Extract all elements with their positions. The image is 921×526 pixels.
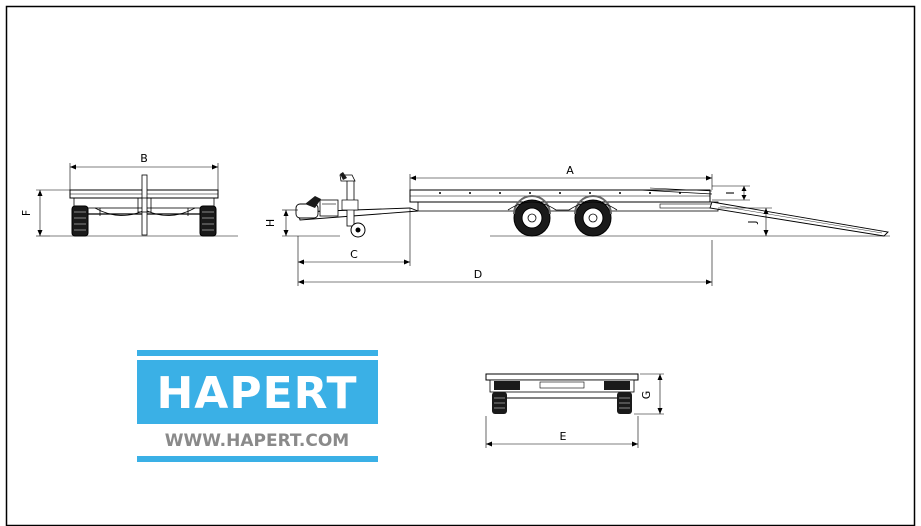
dimension-j: J	[718, 207, 772, 236]
dimension-j-label: J	[746, 220, 759, 224]
front-view: B F	[20, 152, 238, 237]
logo-url-text: WWW.HAPERT.COM	[165, 431, 349, 451]
rear-view-lamp-left	[494, 381, 520, 390]
rear-view-deck	[485, 373, 639, 381]
hapert-logo: HAPERT WWW.HAPERT.COM	[137, 350, 378, 462]
side-view: A I J H	[264, 164, 890, 286]
dimension-f: F	[20, 189, 70, 237]
dimension-b-label: B	[140, 152, 148, 165]
side-view-loading-ramp	[709, 201, 889, 237]
dimension-d: D	[297, 240, 713, 286]
front-view-jockey-wheel	[141, 174, 148, 236]
sheet-border	[5, 5, 916, 526]
dimension-e-label: E	[560, 430, 567, 443]
front-view-tire-right	[199, 205, 217, 237]
dimension-a: A	[409, 164, 713, 190]
front-view-tire-left	[71, 205, 89, 237]
logo-top-stripe	[137, 350, 378, 356]
dimension-e: E	[485, 416, 639, 448]
logo-bottom-stripe	[137, 456, 378, 462]
side-view-coupling	[295, 196, 339, 219]
dimension-h: H	[264, 209, 340, 237]
logo-brand-text: HAPERT	[156, 368, 357, 419]
dimension-i: I	[712, 185, 750, 201]
dimension-g-label: G	[640, 391, 653, 400]
dimension-h-label: H	[264, 219, 277, 227]
rear-view: G E	[485, 373, 664, 448]
rear-view-lamp-right	[604, 381, 630, 390]
rear-view-chassis	[489, 379, 635, 393]
dimension-g: G	[634, 373, 664, 415]
rear-view-tire-right	[617, 392, 632, 414]
side-view-wheel-rear	[574, 195, 612, 237]
logo-main-band	[137, 360, 378, 424]
dimension-b: B	[69, 152, 219, 190]
dimension-d-label: D	[474, 268, 482, 281]
side-view-wheel-front	[513, 195, 551, 237]
dimension-c: C	[297, 208, 411, 266]
dimension-a-label: A	[566, 164, 574, 177]
dimension-f-label: F	[20, 210, 33, 216]
dimension-i-label: I	[724, 191, 737, 194]
dimension-c-label: C	[350, 248, 358, 261]
side-view-jockey-wheel	[339, 172, 366, 238]
rear-view-tire-left	[492, 392, 507, 414]
